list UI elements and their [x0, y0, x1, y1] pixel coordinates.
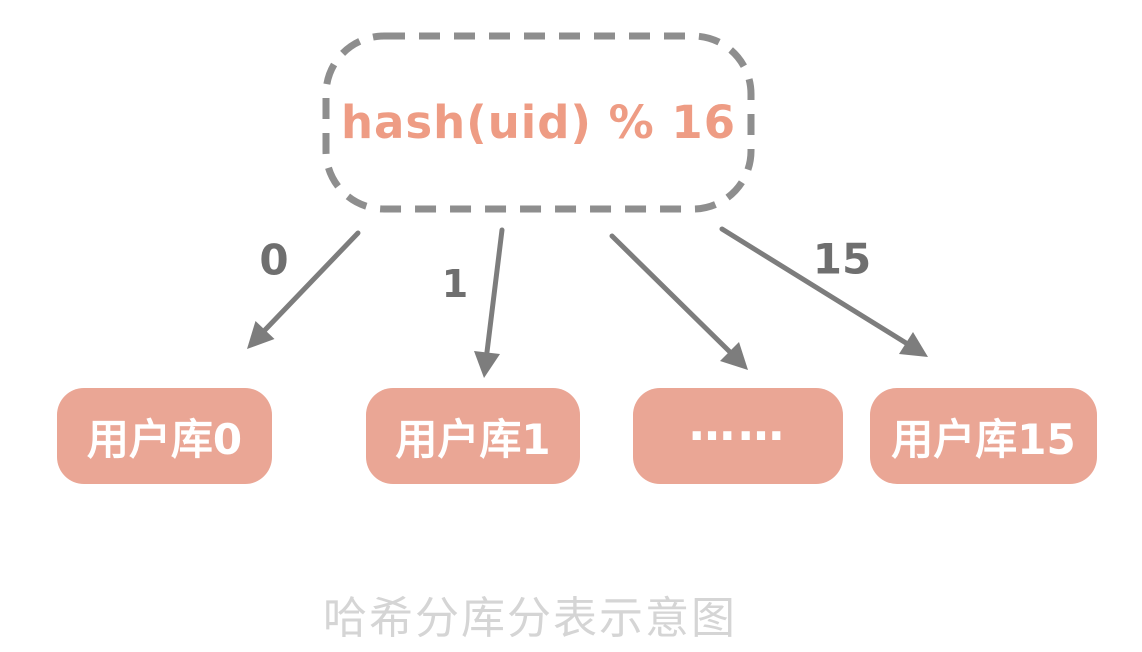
arrow-to-shard-1	[474, 227, 505, 378]
shard-box-15-label: 用户库15	[891, 414, 1076, 464]
shard-box-0-label: 用户库0	[86, 414, 243, 464]
arrow-to-shard-ellipsis	[609, 233, 748, 370]
dashed-border	[322, 32, 755, 213]
hash-function-label: hash(uid) % 16	[340, 96, 737, 149]
shard-box-ellipsis: ……	[633, 388, 843, 484]
diagram-caption: 哈希分库分表示意图	[323, 593, 737, 644]
shard-box-1: 用户库1	[366, 388, 580, 484]
arrow-label-0: 0	[259, 235, 289, 285]
arrow-label-15: 15	[812, 234, 872, 284]
shard-box-ellipsis-label: ……	[689, 397, 787, 451]
shard-box-0: 用户库0	[57, 388, 272, 484]
arrow-label-1: 1	[441, 262, 469, 306]
shard-box-15: 用户库15	[870, 388, 1097, 484]
shard-box-1-label: 用户库1	[395, 414, 551, 464]
hash-function-node: hash(uid) % 16	[321, 31, 756, 214]
